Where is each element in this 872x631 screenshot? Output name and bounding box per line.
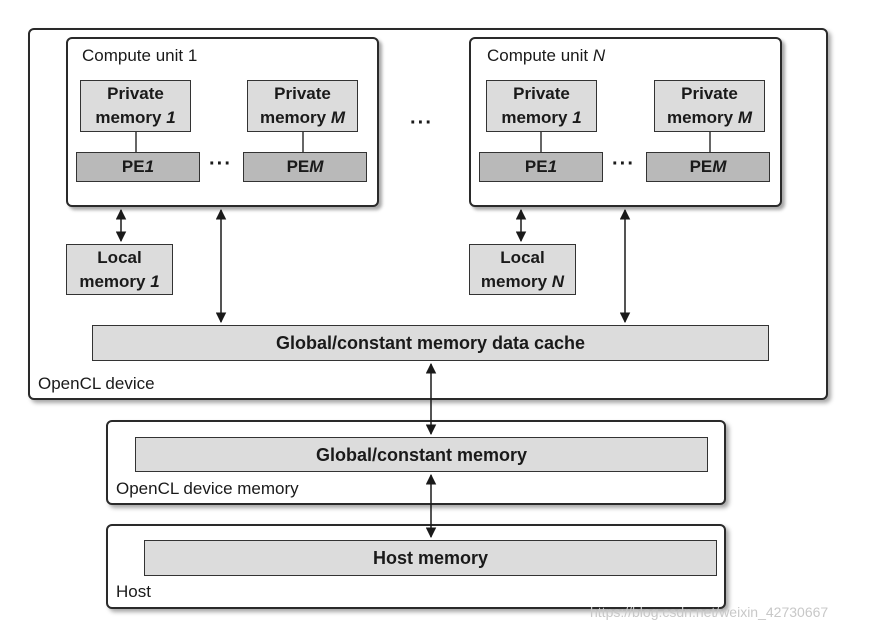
pe-1-unit-1: PE 1	[76, 152, 200, 182]
pe-m-unit-1: PE M	[243, 152, 367, 182]
compute-unit-ellipsis: ···	[410, 112, 433, 134]
compute-unit-n-title: Compute unit N	[487, 46, 606, 65]
watermark: https://blog.csdn.net/weixin_42730667	[590, 604, 829, 620]
global-constant-memory: Global/constant memory	[135, 437, 708, 472]
pe-m-unit-n: PE M	[646, 152, 770, 182]
compute-unit-1-title: Compute unit 1	[82, 46, 198, 65]
opencl-device-label: OpenCL device	[38, 374, 155, 393]
pe-ellipsis-unit-n: ···	[612, 153, 635, 175]
local-memory-1: Local memory 1	[66, 244, 173, 295]
private-memory-1-unit-1: Private memory 1	[80, 80, 191, 132]
pe-ellipsis-unit-1: ···	[209, 153, 232, 175]
global-constant-memory-data-cache: Global/constant memory data cache	[92, 325, 769, 361]
local-memory-n: Local memory N	[469, 244, 576, 295]
private-memory-m-unit-n: Private memory M	[654, 80, 765, 132]
private-memory-1-unit-n: Private memory 1	[486, 80, 597, 132]
host-label: Host	[116, 582, 151, 601]
pe-1-unit-n: PE 1	[479, 152, 603, 182]
opencl-device-memory-label: OpenCL device memory	[116, 479, 299, 498]
private-memory-m-unit-1: Private memory M	[247, 80, 358, 132]
host-memory: Host memory	[144, 540, 717, 576]
